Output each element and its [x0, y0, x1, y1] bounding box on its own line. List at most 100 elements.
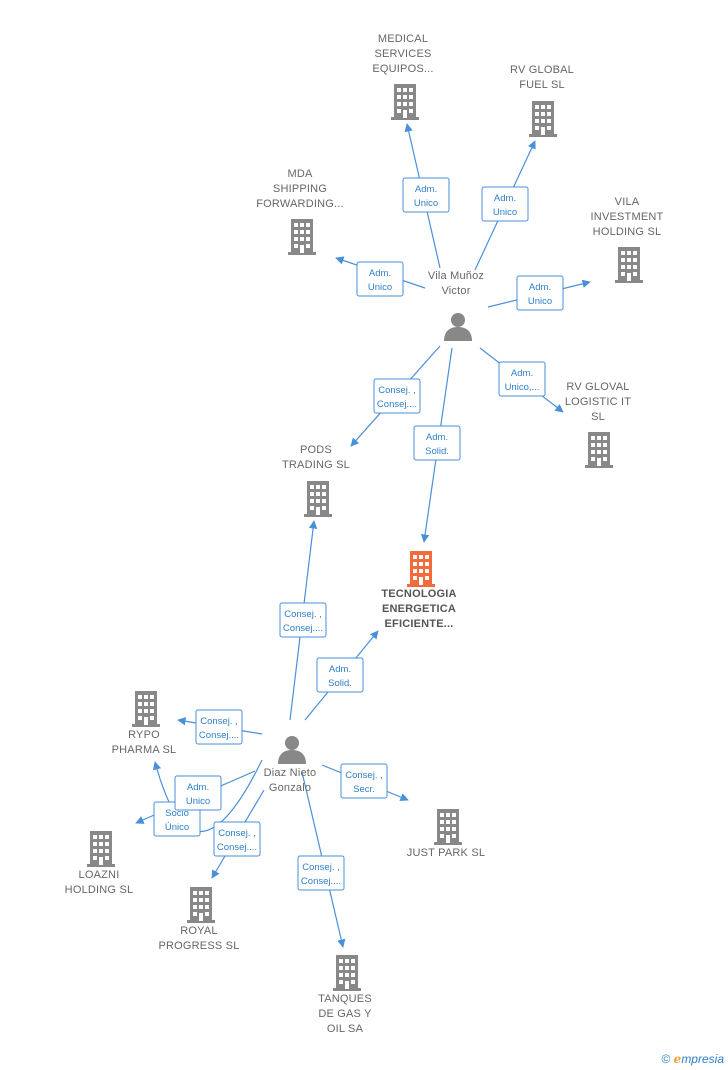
edge-label-e2[interactable]: Adm. Unico	[481, 186, 529, 222]
building-icon	[333, 955, 361, 991]
edge-label-e15[interactable]: Consej. ,Consej....	[297, 855, 345, 891]
node-label-loazni: LOAZNI	[79, 869, 120, 881]
building-icon	[132, 691, 160, 727]
edge-label-text: Unico	[186, 796, 210, 807]
node-label-rvglobalfuel: RV GLOBAL	[510, 64, 574, 76]
edge-label-e14[interactable]: Consej. , Consej....	[213, 821, 261, 857]
node-label-vila_munoz: Vila Muñoz	[428, 270, 484, 282]
edge-label-e9[interactable]: Adm.Solid.	[316, 657, 364, 693]
edge-label-e7[interactable]: Adm.Solid.	[413, 425, 461, 461]
edge-label-text: Unico	[414, 198, 438, 209]
node-label-rypo: RYPO	[128, 729, 160, 741]
edge-label-e3[interactable]: Adm. Unico	[356, 261, 404, 297]
building-icon	[391, 84, 419, 120]
edge-label-text: Adm.	[529, 282, 551, 293]
edge-label-text: Adm.	[369, 268, 391, 279]
edge-label-text: Adm.	[494, 193, 516, 204]
edge-label-text: Secr.	[353, 784, 375, 795]
node-label-rvglobalfuel: FUEL SL	[519, 79, 565, 91]
node-label-rvgloval: LOGISTIC IT	[565, 396, 631, 408]
building-icon	[615, 247, 643, 283]
node-label-diaz_nieto: Diaz Nieto	[264, 767, 317, 779]
edge-label-text: Consej. ,	[345, 770, 383, 781]
node-label-pods: PODS	[300, 444, 332, 456]
node-label-pods: TRADING SL	[282, 459, 350, 471]
edge-label-text: Consej....	[283, 623, 323, 634]
node-label-mda: SHIPPING	[273, 183, 327, 195]
person-icon	[278, 736, 306, 764]
building-icon	[187, 887, 215, 923]
edge-label-text: Adm.	[329, 664, 351, 675]
node-label-medical: EQUIPOS...	[372, 63, 433, 75]
edge-label-e10[interactable]: Consej. ,Consej....	[195, 709, 243, 745]
edge-label-text: Único	[165, 822, 189, 833]
edge-label-text: Adm.	[511, 368, 533, 379]
node-loazni[interactable]: LOAZNI HOLDING SL	[65, 831, 134, 896]
node-label-rvgloval: SL	[591, 411, 605, 423]
edge-label-e11[interactable]: Consej. , Secr.	[340, 763, 388, 799]
building-icon	[304, 481, 332, 517]
edge-label-text: Consej. ,	[378, 385, 416, 396]
node-label-tanques: TANQUES	[318, 993, 372, 1005]
edge-label-text: Consej. ,	[284, 609, 322, 620]
edge-label-e6[interactable]: Consej. , Consej....	[373, 378, 421, 414]
copyright-footer: © empresia	[661, 1052, 724, 1066]
node-label-loazni: HOLDING SL	[65, 884, 134, 896]
brand-logo-text: mpresia	[681, 1052, 724, 1066]
node-label-diaz_nieto: Gonzalo	[269, 782, 311, 794]
node-vila_investment[interactable]: VILA INVESTMENT HOLDING SL	[591, 196, 664, 283]
edge-label-text: Adm.	[426, 432, 448, 443]
node-label-tecnologia: ENERGETICA	[382, 603, 456, 615]
person-icon	[444, 313, 472, 341]
node-label-vila_munoz: Victor	[441, 285, 470, 297]
edge-label-text: Unico	[493, 207, 517, 218]
node-tanques[interactable]: TANQUES DE GAS Y OIL SA	[318, 955, 372, 1035]
building-icon	[288, 219, 316, 255]
edge-label-text: Consej....	[217, 842, 257, 853]
building-icon	[87, 831, 115, 867]
node-label-tecnologia: EFICIENTE...	[384, 618, 453, 630]
building-icon	[585, 432, 613, 468]
node-mda[interactable]: MDASHIPPINGFORWARDING...	[256, 168, 344, 255]
node-label-tanques: DE GAS Y	[318, 1008, 372, 1020]
node-rvglobalfuel[interactable]: RV GLOBAL FUEL SL	[510, 64, 574, 137]
node-label-mda: MDA	[287, 168, 313, 180]
brand-logo-initial: e	[673, 1052, 682, 1066]
edge-label-text: Unico	[368, 282, 392, 293]
edge-label-e1[interactable]: Adm. Unico	[402, 177, 450, 213]
building-icon	[529, 101, 557, 137]
node-label-justpark: JUST PARK SL	[407, 847, 485, 859]
edge-label-e13[interactable]: Adm. Unico	[174, 775, 222, 811]
node-label-vila_investment: INVESTMENT	[591, 211, 664, 223]
edge-label-text: Socio	[165, 808, 189, 819]
node-label-vila_investment: HOLDING SL	[593, 226, 662, 238]
edge-label-text: Consej. ,	[302, 862, 340, 873]
node-justpark[interactable]: JUST PARK SL	[407, 809, 485, 859]
edge-label-text: Adm.	[415, 184, 437, 195]
node-label-tanques: OIL SA	[327, 1023, 364, 1035]
edge-label-text: Unico,...	[505, 382, 540, 393]
node-label-medical: SERVICES	[374, 48, 431, 60]
node-label-vila_investment: VILA	[615, 196, 640, 208]
edge-label-text: Consej. ,	[218, 828, 256, 839]
node-medical[interactable]: MEDICAL SERVICES EQUIPOS...	[372, 33, 433, 120]
edge-label-text: Adm.	[187, 782, 209, 793]
edge-label-text: Consej. ,	[200, 716, 238, 727]
edge-label-e8[interactable]: Consej. , Consej....	[279, 602, 327, 638]
node-pods[interactable]: PODS TRADING SL	[282, 444, 350, 517]
copyright-symbol: ©	[661, 1052, 671, 1066]
node-label-medical: MEDICAL	[378, 33, 428, 45]
edge-label-text: Unico	[528, 296, 552, 307]
edge-label-e5[interactable]: Adm. Unico,...	[498, 361, 546, 397]
node-label-royal: ROYAL	[180, 925, 217, 937]
building-icon	[434, 809, 462, 845]
edge-line-e13	[152, 759, 263, 833]
edge-label-text: Consej....	[377, 399, 417, 410]
node-tecnologia[interactable]: TECNOLOGIAENERGETICAEFICIENTE...	[381, 551, 456, 630]
edge-label-e4[interactable]: Adm. Unico	[516, 275, 564, 311]
